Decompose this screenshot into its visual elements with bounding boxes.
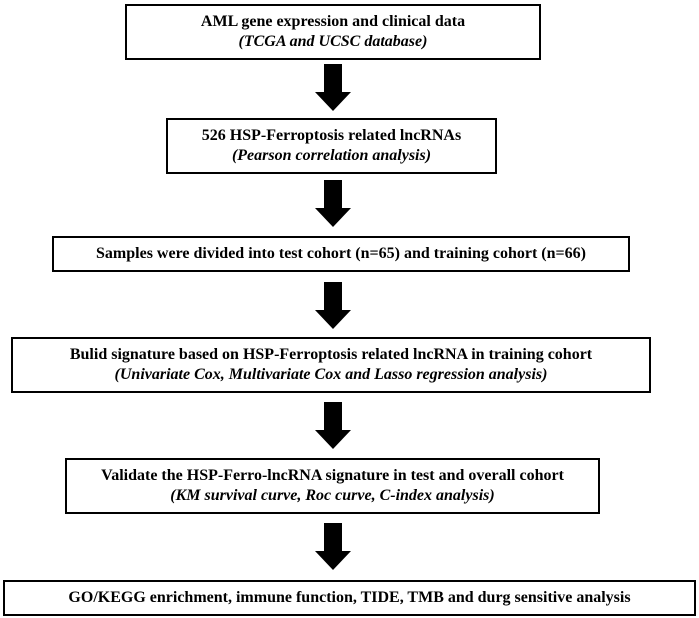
step-title: Samples were divided into test cohort (n… [96,245,586,263]
step-subtitle: (Pearson correlation analysis) [231,147,432,164]
step-box-downstream-analysis: GO/KEGG enrichment, immune function, TID… [3,580,696,616]
step-subtitle: (Univariate Cox, Multivariate Cox and La… [114,366,548,383]
down-arrow-icon [315,180,351,227]
step-box-data-source: AML gene expression and clinical data (T… [125,4,541,60]
step-subtitle: (TCGA and UCSC database) [238,33,428,50]
step-box-lncrna-identification: 526 HSP-Ferroptosis related lncRNAs (Pea… [166,118,497,174]
down-arrow-icon [315,402,351,449]
step-title: AML gene expression and clinical data [200,13,466,31]
step-title: GO/KEGG enrichment, immune function, TID… [68,589,631,607]
step-title: Bulid signature based on HSP-Ferroptosis… [69,346,593,364]
step-box-sample-division: Samples were divided into test cohort (n… [52,236,630,272]
step-box-signature-building: Bulid signature based on HSP-Ferroptosis… [11,337,651,393]
down-arrow-icon [315,282,351,329]
step-box-signature-validation: Validate the HSP-Ferro-lncRNA signature … [65,458,600,514]
step-title: 526 HSP-Ferroptosis related lncRNAs [201,127,462,145]
down-arrow-icon [315,523,351,570]
step-subtitle: (KM survival curve, Roc curve, C-index a… [170,487,495,504]
step-title: Validate the HSP-Ferro-lncRNA signature … [101,467,564,485]
down-arrow-icon [315,64,351,111]
